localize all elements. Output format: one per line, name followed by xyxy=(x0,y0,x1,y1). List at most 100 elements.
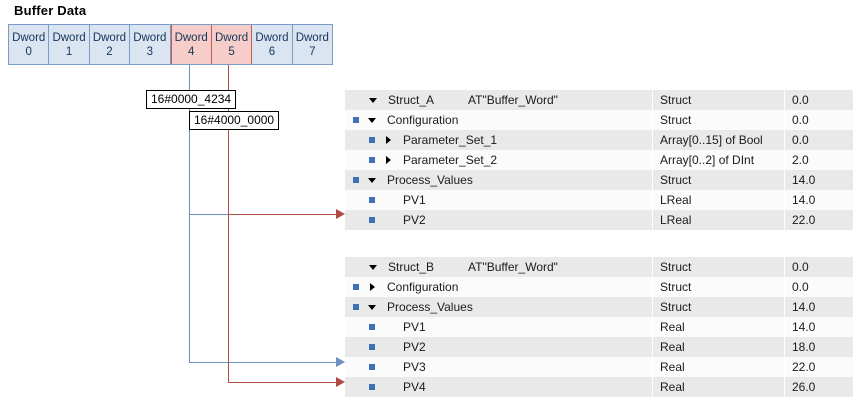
variable-name-label: Configuration xyxy=(387,113,459,127)
expand-toggle-slot[interactable] xyxy=(364,177,380,183)
chevron-right-icon[interactable] xyxy=(385,136,391,144)
offset-cell: 26.0 xyxy=(784,377,853,397)
row-marker-slot xyxy=(348,304,364,310)
blue-square-icon xyxy=(369,384,375,390)
blue-square-icon xyxy=(353,304,359,310)
struct-a-name-cell: PV1 xyxy=(345,190,653,210)
blue-square-icon xyxy=(369,324,375,330)
row-marker-slot xyxy=(348,284,364,290)
connector-blue-vertical-main xyxy=(189,106,190,363)
expand-toggle-slot[interactable] xyxy=(380,156,396,164)
variable-name-label: PV1 xyxy=(403,193,426,207)
blue-square-icon xyxy=(369,137,375,143)
offset-cell: 0.0 xyxy=(784,257,853,277)
connector-red-arrowhead-lower xyxy=(336,377,345,387)
chevron-down-icon[interactable] xyxy=(368,117,376,123)
connector-red-arrowhead-upper xyxy=(336,209,345,219)
row-marker-slot xyxy=(364,344,380,350)
blue-square-icon xyxy=(353,177,359,183)
connector-red-vertical-top xyxy=(228,65,229,111)
blue-square-icon xyxy=(369,344,375,350)
expand-toggle-slot[interactable] xyxy=(364,283,380,291)
expand-toggle-slot[interactable] xyxy=(364,304,380,310)
buffer-cell-word-label: Dword xyxy=(52,31,86,44)
blue-square-icon xyxy=(353,117,359,123)
data-type-cell: LReal xyxy=(652,190,785,210)
offset-cell: 0.0 xyxy=(784,130,853,150)
hex-callout-dword5: 16#4000_0000 xyxy=(189,111,280,130)
offset-cell: 0.0 xyxy=(784,90,853,110)
struct-a-name-cell: Configuration xyxy=(345,110,653,130)
buffer-cell-index-label: 5 xyxy=(228,45,235,58)
expand-toggle-slot[interactable] xyxy=(380,136,396,144)
data-type-cell: LReal xyxy=(652,210,785,230)
buffer-cell-word-label: Dword xyxy=(133,31,167,44)
offset-cell: 0.0 xyxy=(784,277,853,297)
data-type-cell: Real xyxy=(652,317,785,337)
chevron-down-icon[interactable] xyxy=(369,264,377,270)
variable-name-label: Struct_B xyxy=(388,260,435,274)
chevron-down-icon[interactable] xyxy=(369,97,377,103)
hex-callout-dword4: 16#0000_4234 xyxy=(146,90,237,109)
struct-a-name-cell: Parameter_Set_1 xyxy=(345,130,653,150)
blue-square-icon xyxy=(369,217,375,223)
connector-red-branch-upper xyxy=(228,214,336,215)
buffer-cell-word-label: Dword xyxy=(295,31,329,44)
row-marker-slot xyxy=(364,384,380,390)
blue-square-icon xyxy=(369,197,375,203)
expand-toggle-slot[interactable] xyxy=(364,117,380,123)
buffer-cell-index-label: 7 xyxy=(309,45,316,58)
data-type-cell: Struct xyxy=(652,277,785,297)
at-overlay-label: AT"Buffer_Word" xyxy=(468,93,558,107)
chevron-down-icon[interactable] xyxy=(368,304,376,310)
row-marker-slot xyxy=(364,197,380,203)
struct-a-name-cell: PV2 xyxy=(345,210,653,230)
chevron-right-icon[interactable] xyxy=(369,283,375,291)
struct-b-name-cell: Process_Values xyxy=(345,297,653,317)
chevron-down-icon[interactable] xyxy=(368,177,376,183)
buffer-cell-word-label: Dword xyxy=(92,31,127,44)
variable-name-label: Process_Values xyxy=(387,300,473,314)
offset-cell: 18.0 xyxy=(784,337,853,357)
row-marker-slot xyxy=(364,157,380,163)
variable-name-label: Process_Values xyxy=(387,173,473,187)
buffer-cell-index-label: 4 xyxy=(187,45,195,58)
row-marker-slot xyxy=(364,137,380,143)
buffer-cell-index-label: 0 xyxy=(25,45,32,58)
struct-a-name-cell: Parameter_Set_2 xyxy=(345,150,653,170)
connector-blue-vertical-top xyxy=(189,65,190,90)
data-type-cell: Struct xyxy=(652,170,785,190)
expand-toggle-slot[interactable] xyxy=(365,264,381,270)
data-type-cell: Real xyxy=(652,357,785,377)
struct-b-name-cell: Configuration xyxy=(345,277,653,297)
buffer-cell-index-label: 2 xyxy=(106,45,113,58)
variable-name-label: Parameter_Set_1 xyxy=(403,133,498,147)
expand-toggle-slot[interactable] xyxy=(365,97,381,103)
buffer-cell-word-label: Dword xyxy=(174,31,208,44)
chevron-right-icon[interactable] xyxy=(385,156,391,164)
variable-name-label: PV2 xyxy=(403,213,426,227)
offset-cell: 0.0 xyxy=(784,110,853,130)
connector-blue-arrowhead xyxy=(336,357,345,367)
struct-b-name-cell: PV4 xyxy=(345,377,653,397)
variable-name-label: PV1 xyxy=(403,320,426,334)
